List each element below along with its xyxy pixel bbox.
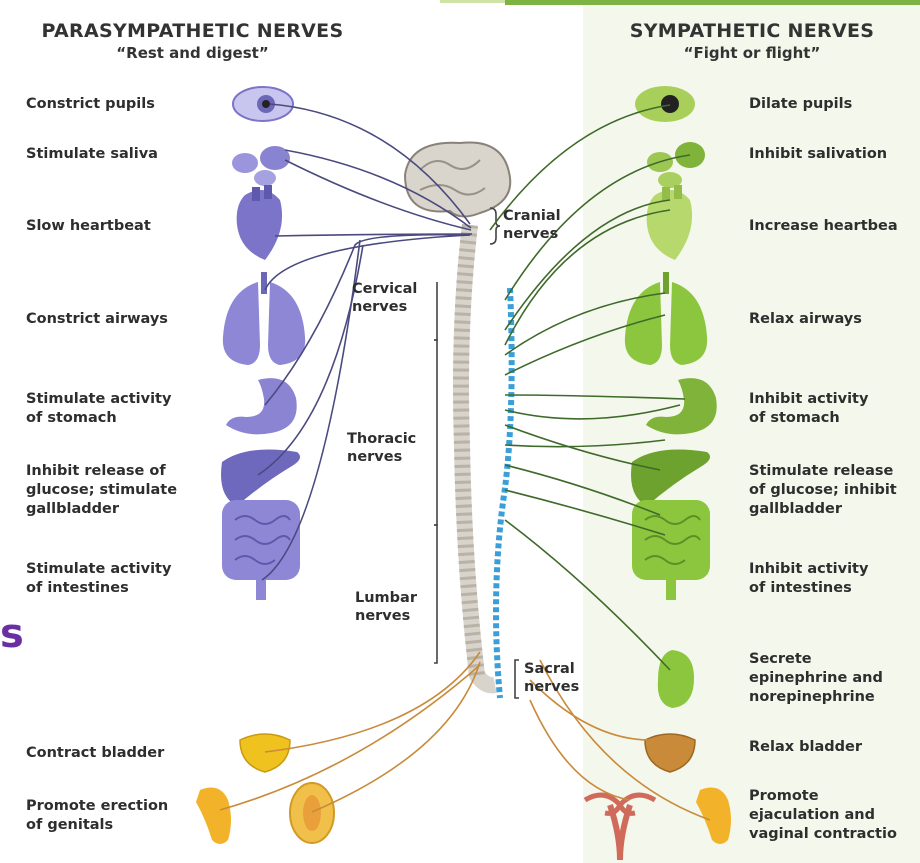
sympathetic-title: SYMPATHETIC NERVES [622, 20, 882, 42]
right-label-glucose: Stimulate release of glucose; inhibit ga… [749, 462, 897, 519]
right-bladder-icon [645, 734, 695, 772]
right-salivary-glands-icon [647, 142, 705, 188]
left-label-constrict-pupils: Constrict pupils [26, 95, 155, 114]
right-eye-icon [635, 86, 695, 122]
left-label-genitals: Promote erection of genitals [26, 797, 168, 835]
right-intestines-icon [632, 500, 710, 600]
right-lungs-icon [625, 272, 707, 365]
left-lungs-icon [223, 272, 305, 365]
left-label-intestines: Stimulate activity of intestines [26, 560, 171, 598]
left-intestines-icon [222, 500, 300, 600]
left-stomach-icon [226, 378, 297, 434]
left-liver-icon [221, 450, 300, 506]
right-label-relax-bladder: Relax bladder [749, 738, 862, 757]
left-label-slow-heartbeat: Slow heartbeat [26, 217, 151, 236]
edge-text-fragment: s [0, 612, 24, 656]
sympathetic-header: SYMPATHETIC NERVES “Fight or flight” [622, 20, 882, 62]
left-label-stimulate-saliva: Stimulate saliva [26, 145, 158, 164]
left-label-glucose: Inhibit release of glucose; stimulate ga… [26, 462, 177, 519]
right-label-increase-heartbeat: Increase heartbea [749, 217, 898, 236]
right-label-relax-airways: Relax airways [749, 310, 862, 329]
left-label-stomach: Stimulate activity of stomach [26, 390, 171, 428]
cervical-nerves-label: Cervical nerves [352, 280, 417, 316]
sympathetic-chain [496, 288, 512, 698]
left-label-contract-bladder: Contract bladder [26, 744, 164, 763]
right-label-intestines: Inhibit activity of intestines [749, 560, 868, 598]
left-genitals-icon [196, 783, 334, 844]
cranial-nerves-label: Cranial nerves [503, 207, 561, 243]
parasympathetic-header: PARASYMPATHETIC NERVES “Rest and digest” [20, 20, 365, 62]
left-label-constrict-airways: Constrict airways [26, 310, 168, 329]
right-liver-icon [631, 450, 710, 506]
right-heart-icon [647, 185, 692, 260]
parasympathetic-subtitle: “Rest and digest” [20, 44, 365, 62]
thoracic-nerves-label: Thoracic nerves [347, 430, 416, 466]
sacral-nerves-label: Sacral nerves [524, 660, 579, 696]
right-label-stomach: Inhibit activity of stomach [749, 390, 868, 428]
right-label-inhibit-salivation: Inhibit salivation [749, 145, 887, 164]
right-adrenal-kidney-icon [658, 650, 694, 708]
sympathetic-subtitle: “Fight or flight” [622, 44, 882, 62]
left-salivary-glands-icon [232, 146, 290, 186]
left-eye-icon [233, 87, 293, 121]
right-label-epinephrine: Secrete epinephrine and norepinephrine [749, 650, 883, 707]
right-label-dilate-pupils: Dilate pupils [749, 95, 852, 114]
right-genitals-icon [585, 788, 731, 860]
left-heart-icon [237, 185, 282, 260]
left-bladder-icon [240, 734, 290, 772]
right-stomach-icon [646, 378, 717, 434]
parasympathetic-title: PARASYMPATHETIC NERVES [20, 20, 365, 42]
brain-icon [405, 142, 510, 216]
right-label-genitals: Promote ejaculation and vaginal contract… [749, 787, 897, 844]
lumbar-nerves-label: Lumbar nerves [355, 589, 417, 625]
